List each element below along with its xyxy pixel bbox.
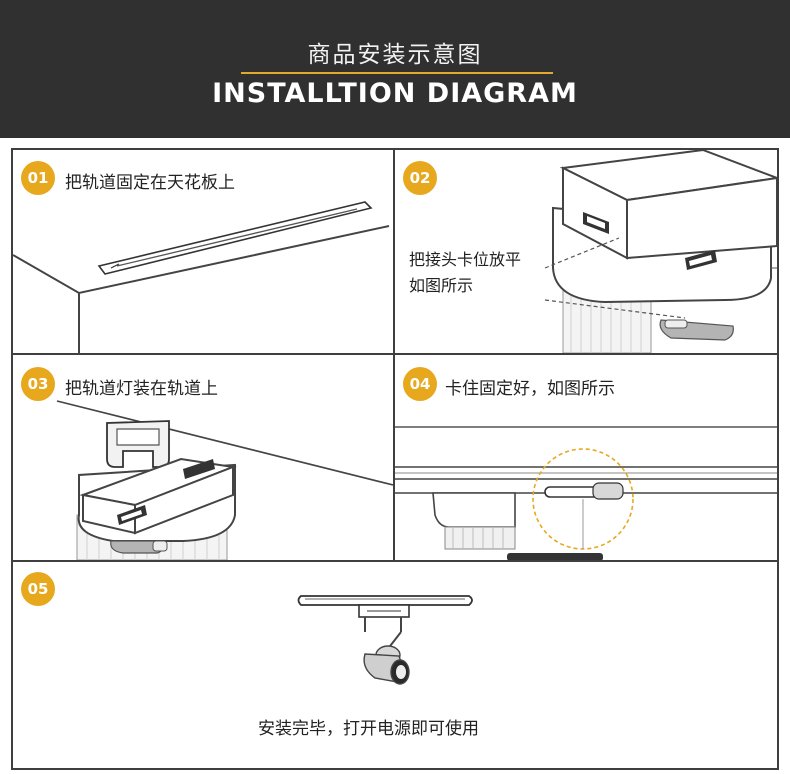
header-title-zh: 商品安装示意图	[307, 42, 483, 68]
step-2-panel: 02 把接头卡位放平 如图所示	[395, 150, 777, 353]
step-4-badge: 04	[403, 367, 437, 401]
header-divider	[241, 72, 553, 74]
connector-closeup-illustration	[544, 150, 777, 353]
panel-divider-vertical	[393, 148, 395, 562]
step-1-badge: 01	[21, 161, 55, 195]
step-5-instruction: 安装完毕，打开电源即可使用	[258, 719, 479, 739]
step-3-instruction: 把轨道灯装在轨道上	[65, 379, 218, 399]
mount-light-on-track-illustration	[56, 400, 393, 560]
step-2-note-line-2: 如图所示	[409, 276, 474, 295]
step-3-badge: 03	[21, 367, 55, 401]
panel-divider-row2	[11, 560, 779, 562]
step-3-panel: 03 把轨道灯装在轨道上	[13, 355, 393, 560]
lock-in-place-illustration	[395, 426, 777, 560]
header-title-en: INSTALLTION DIAGRAM	[212, 78, 578, 109]
step-1-panel: 01 把轨道固定在天花板上	[13, 150, 393, 353]
panel-divider-row1	[11, 353, 779, 355]
step-5-panel: 05 安装完毕，打开电源即可使用	[13, 562, 777, 768]
step-1-instruction: 把轨道固定在天花板上	[65, 173, 235, 193]
step-4-panel: 04 卡住固定好，如图所示	[395, 355, 777, 560]
ceiling-track-illustration	[13, 201, 390, 353]
step-4-instruction: 卡住固定好，如图所示	[445, 379, 615, 399]
step-2-badge: 02	[403, 161, 437, 195]
page-header: 商品安装示意图 INSTALLTION DIAGRAM	[0, 0, 790, 138]
step-5-badge: 05	[21, 572, 55, 606]
finished-installation-illustration	[297, 595, 473, 685]
step-2-note-line-1: 把接头卡位放平	[409, 250, 522, 269]
